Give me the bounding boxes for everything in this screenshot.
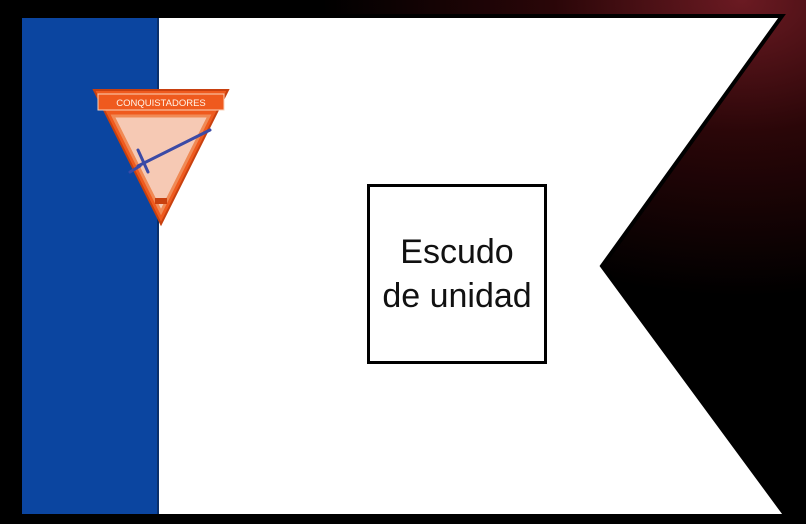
sword-blade <box>136 128 212 168</box>
sword-hilt <box>128 164 142 174</box>
sword-guard <box>136 148 150 174</box>
emblem-inner-triangle <box>110 114 212 216</box>
emblem-banner-text: CONQUISTADORES <box>116 98 206 109</box>
emblem-banner <box>97 93 225 111</box>
unit-shield-box: Escudo de unidad <box>367 184 547 364</box>
unit-shield-line-2: de unidad <box>382 277 532 315</box>
unit-shield-line-1: Escudo <box>400 233 514 271</box>
emblem-bottom-tab <box>155 198 167 204</box>
club-emblem: CONQUISTADORES <box>92 89 230 227</box>
